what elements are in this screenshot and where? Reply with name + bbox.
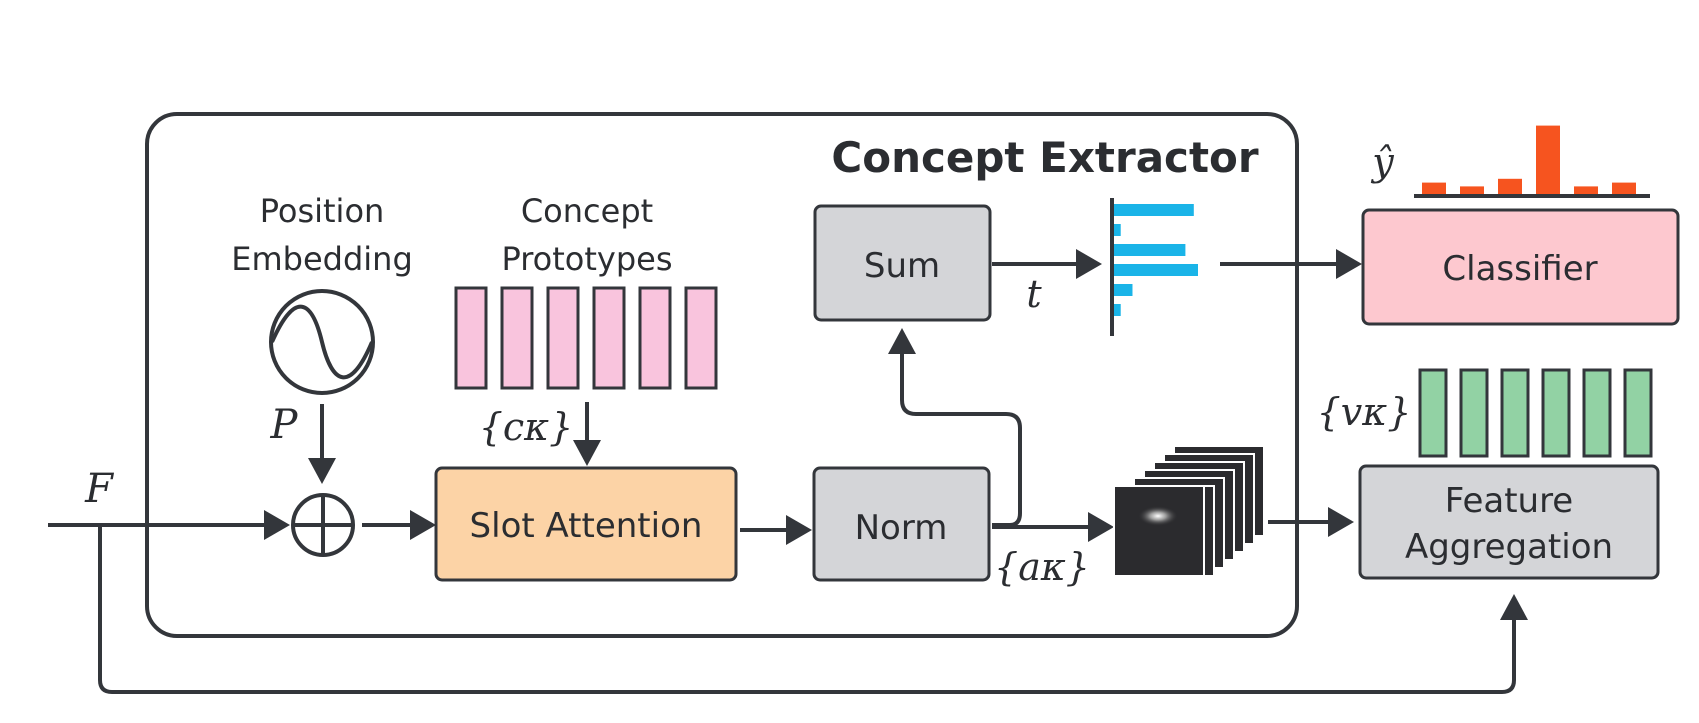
feature-aggregation-label-1: Feature xyxy=(1445,481,1573,521)
arrow-input-to-add xyxy=(48,510,290,540)
prototype-vector xyxy=(454,286,488,390)
y-hat-bar xyxy=(1422,182,1446,194)
slot-attention-box xyxy=(434,466,738,582)
math-y-hat: ŷ xyxy=(1370,140,1394,184)
sum-box xyxy=(813,204,992,322)
value-vector xyxy=(1500,368,1530,458)
slot-attention-label: Slot Attention xyxy=(470,506,703,546)
concept-extractor-container xyxy=(145,112,1299,638)
y-hat-bar-chart xyxy=(1414,125,1650,198)
arrow-maps-to-feature-aggregation xyxy=(1268,507,1354,537)
value-vectors xyxy=(1418,368,1653,458)
prototype-vector xyxy=(500,286,534,390)
classifier-box xyxy=(1361,208,1680,326)
norm-label: Norm xyxy=(855,508,948,548)
math-a-kappa: {aκ} xyxy=(994,545,1090,589)
t-bar xyxy=(1114,264,1198,276)
y-hat-bar xyxy=(1536,125,1560,194)
y-hat-bar xyxy=(1460,186,1484,194)
value-vector xyxy=(1623,368,1653,458)
math-t: t xyxy=(1026,272,1042,316)
circle-plus-icon xyxy=(291,493,355,557)
arrow-slot-attention-to-norm xyxy=(740,515,812,545)
value-vector xyxy=(1582,368,1612,458)
y-hat-bar xyxy=(1612,182,1636,194)
math-c-kappa: {cκ} xyxy=(479,405,574,449)
y-hat-bar xyxy=(1574,186,1598,194)
math-v-kappa: {vκ} xyxy=(1317,390,1412,434)
y-hat-bar xyxy=(1498,178,1522,194)
arrow-p-to-add xyxy=(308,404,336,484)
prototype-vector xyxy=(684,286,718,390)
concept-extractor-title: Concept Extractor xyxy=(831,133,1258,182)
feature-aggregation-box xyxy=(1358,464,1660,580)
t-bar xyxy=(1114,204,1194,216)
math-F: F xyxy=(84,466,114,512)
arrow-t-to-classifier xyxy=(1220,249,1362,279)
arrow-norm-to-sum xyxy=(888,328,1022,527)
t-bar-chart xyxy=(1110,198,1198,336)
position-embedding-label-2: Embedding xyxy=(231,240,413,278)
position-embedding-label-1: Position xyxy=(260,192,385,230)
t-bar xyxy=(1114,224,1121,236)
value-vector xyxy=(1418,368,1448,458)
value-vector xyxy=(1459,368,1489,458)
arrow-add-to-slot-attention xyxy=(362,510,436,540)
math-P: P xyxy=(270,402,299,448)
arrow-bypass-to-feature-aggregation xyxy=(98,525,1528,694)
prototype-vector xyxy=(638,286,672,390)
norm-box xyxy=(812,466,991,582)
arrow-prototypes-to-slot-attention xyxy=(573,402,601,466)
t-bar xyxy=(1114,244,1186,256)
prototype-vector xyxy=(546,286,580,390)
feature-aggregation-label-2: Aggregation xyxy=(1405,527,1613,567)
arrow-sum-to-t xyxy=(992,249,1102,279)
prototype-vector xyxy=(592,286,626,390)
sine-circle-icon xyxy=(269,289,375,395)
attention-map-stack-icon xyxy=(1113,445,1265,577)
concept-prototypes-label-1: Concept xyxy=(521,192,653,230)
concept-prototype-vectors xyxy=(454,286,718,390)
value-vector xyxy=(1541,368,1571,458)
t-bar xyxy=(1114,304,1121,316)
arrow-norm-to-attention-maps xyxy=(992,512,1114,542)
concept-prototypes-label-2: Prototypes xyxy=(501,240,672,278)
t-bar xyxy=(1114,284,1133,296)
classifier-label: Classifier xyxy=(1442,249,1597,289)
sum-label: Sum xyxy=(864,246,940,286)
